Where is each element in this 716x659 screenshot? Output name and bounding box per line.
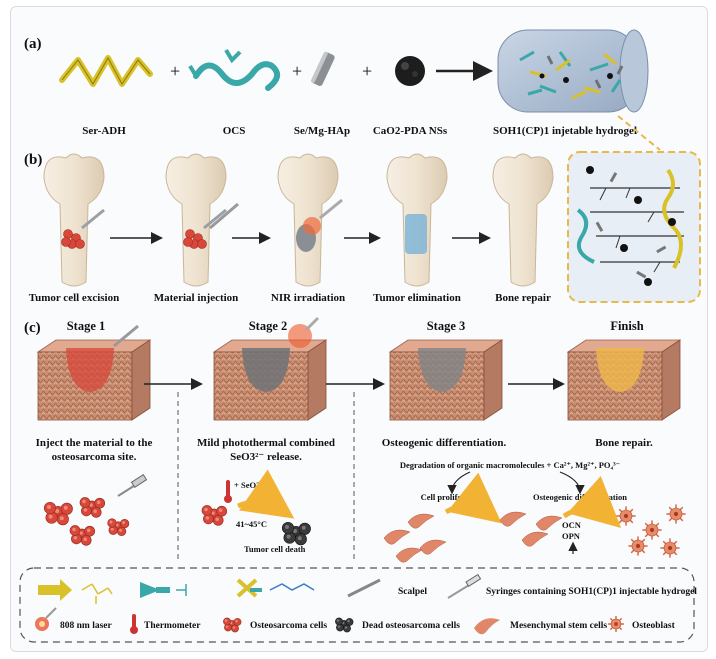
panel-a-label: (a): [24, 36, 42, 52]
stage-2-title: Stage 2: [249, 319, 288, 333]
legend-syringe-label: Syringes containing SOH1(CP)1 injectable…: [486, 586, 697, 597]
step-tumor-excision: Tumor cell excision: [29, 292, 119, 304]
cell-proliferation-label: Cell proliferation: [421, 492, 484, 502]
tissue-block-stage3: [388, 339, 504, 421]
legend-thermometer-icon: [132, 614, 136, 628]
ocn-label: OCN: [562, 520, 582, 530]
zoom-connector: [617, 115, 661, 151]
step-material-injection: Material injection: [154, 292, 239, 304]
legend-stem-cell-label: Mesenchymal stem cells: [510, 621, 607, 631]
legend-scalpel-label: Scalpel: [398, 587, 427, 597]
legend-dead-cells-icon: [335, 617, 354, 633]
label-ser-adh: Ser-ADH: [82, 125, 126, 137]
legend-row2: 808 nm laser Thermometer Osteosarcoma ce…: [35, 607, 676, 635]
step-nir-irradiation: NIR irradiation: [271, 292, 345, 304]
legend-ocs-icon: [140, 582, 160, 598]
stage-3-title: Stage 3: [427, 319, 466, 333]
plus-2: +: [292, 61, 302, 81]
step-bone-repair: Bone repair: [495, 292, 551, 304]
legend-scalpel-icon: [347, 578, 381, 598]
caption-stage2-line2: SeO3²⁻ release.: [230, 451, 302, 463]
plus-3: +: [362, 61, 372, 81]
stage2-yellow-arrow: [237, 469, 295, 519]
degradation-label: Degradation of organic macromolecules + …: [400, 460, 620, 470]
bone-nir-irradiation: [277, 153, 343, 287]
legend-ser-adh-structure-icon: [81, 583, 113, 604]
legend-osteosarcoma-icon: [223, 617, 242, 633]
step-tumor-elimination: Tumor elimination: [373, 292, 461, 304]
caption-stage3: Osteogenic differentiation.: [382, 437, 507, 449]
stage3-yellow-arrow-1: [444, 472, 502, 524]
label-ocs: OCS: [223, 125, 246, 137]
ocs-icon: [188, 48, 281, 91]
bone-tumor-elimination: [386, 153, 448, 287]
finish-title: Finish: [610, 319, 643, 333]
mesenchymal-stem-cells: [383, 511, 563, 563]
legend-osteoblast-icon: [608, 616, 624, 632]
bone-material-injection: [165, 153, 227, 287]
caption-stage1-line2: osteosarcoma site.: [52, 451, 137, 463]
tumor-death-label: Tumor cell death: [244, 544, 306, 554]
stage2-mechanism: + SeO3²⁻ 41~45°C Tumor cell death: [201, 469, 311, 554]
legend-row1: Scalpel Syringes containing SOH1(CP)1 in…: [38, 573, 697, 604]
stage-1-title: Stage 1: [67, 319, 106, 333]
label-se-mg-hap: Se/Mg-HAp: [294, 125, 350, 137]
seo3-up-label: + SeO3²⁻: [234, 480, 267, 490]
cao2-pda-nanosphere-icon: [395, 56, 425, 86]
tissue-block-finish: [566, 339, 682, 421]
stage1-syringe-body: [130, 473, 148, 489]
legend-ocs-structure-icon: [176, 584, 187, 596]
legend-dead-cells-label: Dead osteosarcoma cells: [362, 621, 460, 631]
legend-box: [19, 567, 695, 643]
ser-adh-icon: [59, 55, 153, 87]
stage3-yellow-arrow-2: [562, 476, 622, 529]
tissue-blocks: [36, 316, 682, 421]
caption-finish: Bone repair.: [595, 437, 653, 449]
osteoblasts: [616, 504, 686, 558]
figure-frame: [10, 6, 708, 652]
legend-osteosarcoma-label: Osteosarcoma cells: [250, 621, 327, 631]
panel-c-label: (c): [24, 320, 41, 336]
syringe-b: [209, 202, 239, 230]
stage1-tumor-cells: [43, 497, 130, 546]
caption-stage1-line1: Inject the material to the: [36, 437, 153, 449]
arrow-to-differentiation: [559, 471, 585, 495]
caption-stage2-line1: Mild photothermal combined: [197, 437, 335, 449]
legend-stem-cell-icon: [474, 618, 500, 635]
panel-b-label: (b): [24, 152, 42, 168]
arrow-to-proliferation: [447, 471, 471, 495]
plus-1: +: [170, 61, 180, 81]
label-hydrogel: SOH1(CP)1 injetable hydrogel: [493, 125, 637, 137]
bone-tumor-excision: [43, 153, 105, 287]
tissue-block-stage2: [212, 316, 328, 421]
opn-label: OPN: [562, 531, 581, 541]
legend-thermometer-label: Thermometer: [144, 621, 201, 631]
thermometer-icon: [226, 480, 230, 498]
legend-laser-label: 808 nm laser: [60, 621, 113, 631]
se-mg-hap-rod-icon: [311, 51, 335, 86]
label-cao2-pda: CaO2-PDA NSs: [373, 125, 448, 137]
molecular-network-zoom: [567, 151, 701, 303]
bones-row: [43, 153, 554, 287]
bone-repair: [492, 153, 554, 287]
osteogenic-differentiation-label: Osteogenic differentiation: [533, 492, 627, 502]
temp-label: 41~45°C: [236, 519, 267, 529]
tissue-block-stage1: [36, 324, 152, 421]
legend-ser-adh-arrow-icon: [38, 579, 72, 601]
legend-osteoblast-label: Osteoblast: [632, 621, 676, 631]
legend-crosslink-icon: [236, 578, 258, 598]
hydrogel-cylinder-icon: [497, 29, 649, 113]
